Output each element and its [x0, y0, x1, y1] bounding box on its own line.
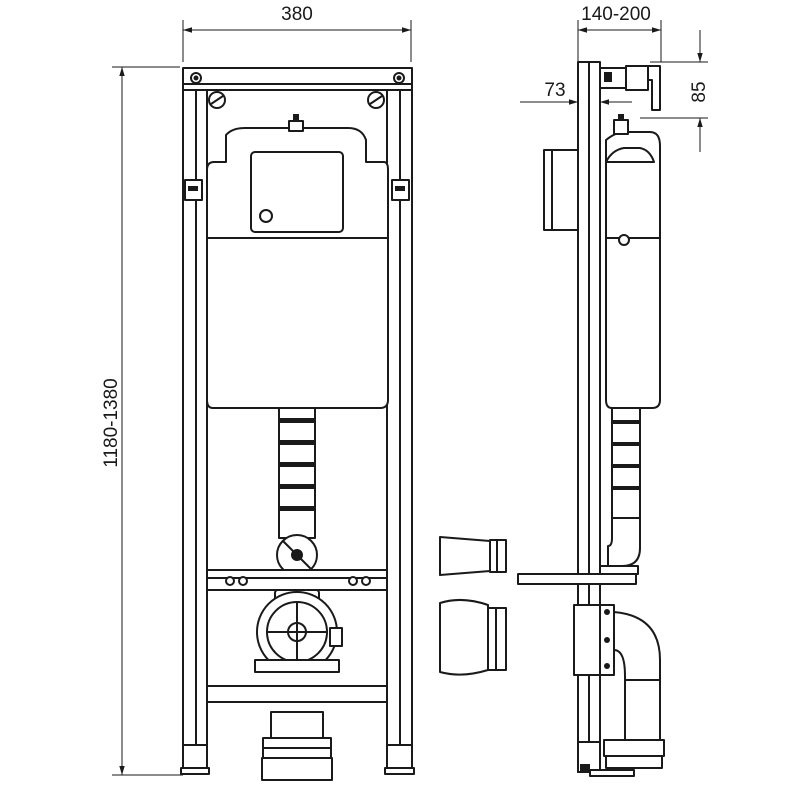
mounting-plate — [573, 604, 601, 676]
front-view — [180, 67, 415, 781]
pipe-connector-large — [439, 599, 507, 676]
flush-pipe — [278, 407, 316, 539]
dimension-offset: 73 — [520, 80, 632, 105]
dimension-depth: 140-200 — [577, 4, 662, 62]
width-label: 380 — [281, 4, 313, 25]
pipe-connector-small — [439, 536, 507, 576]
drain-elbow — [599, 604, 665, 769]
cistern-side — [605, 131, 661, 409]
right-foot — [386, 744, 413, 771]
flush-pipe-side — [607, 407, 641, 567]
top-rail — [182, 67, 413, 91]
left-foot — [182, 744, 208, 771]
side-support-bar — [517, 573, 637, 585]
side-view — [517, 61, 665, 777]
waste-outlet — [261, 711, 333, 781]
drain-fitting — [254, 589, 343, 673]
dimension-height: 1180-1380 — [101, 66, 183, 776]
wall-bracket — [599, 65, 661, 111]
inspection-plate — [250, 151, 344, 233]
front-panel — [543, 149, 579, 231]
top-gap-label: 85 — [689, 81, 710, 102]
dimension-width: 380 — [182, 4, 412, 62]
offset-label: 73 — [544, 80, 565, 101]
height-label: 1180-1380 — [101, 378, 122, 467]
dimension-top-gap: 85 — [640, 30, 710, 152]
depth-label: 140-200 — [581, 4, 651, 25]
lower-beam — [206, 685, 388, 703]
